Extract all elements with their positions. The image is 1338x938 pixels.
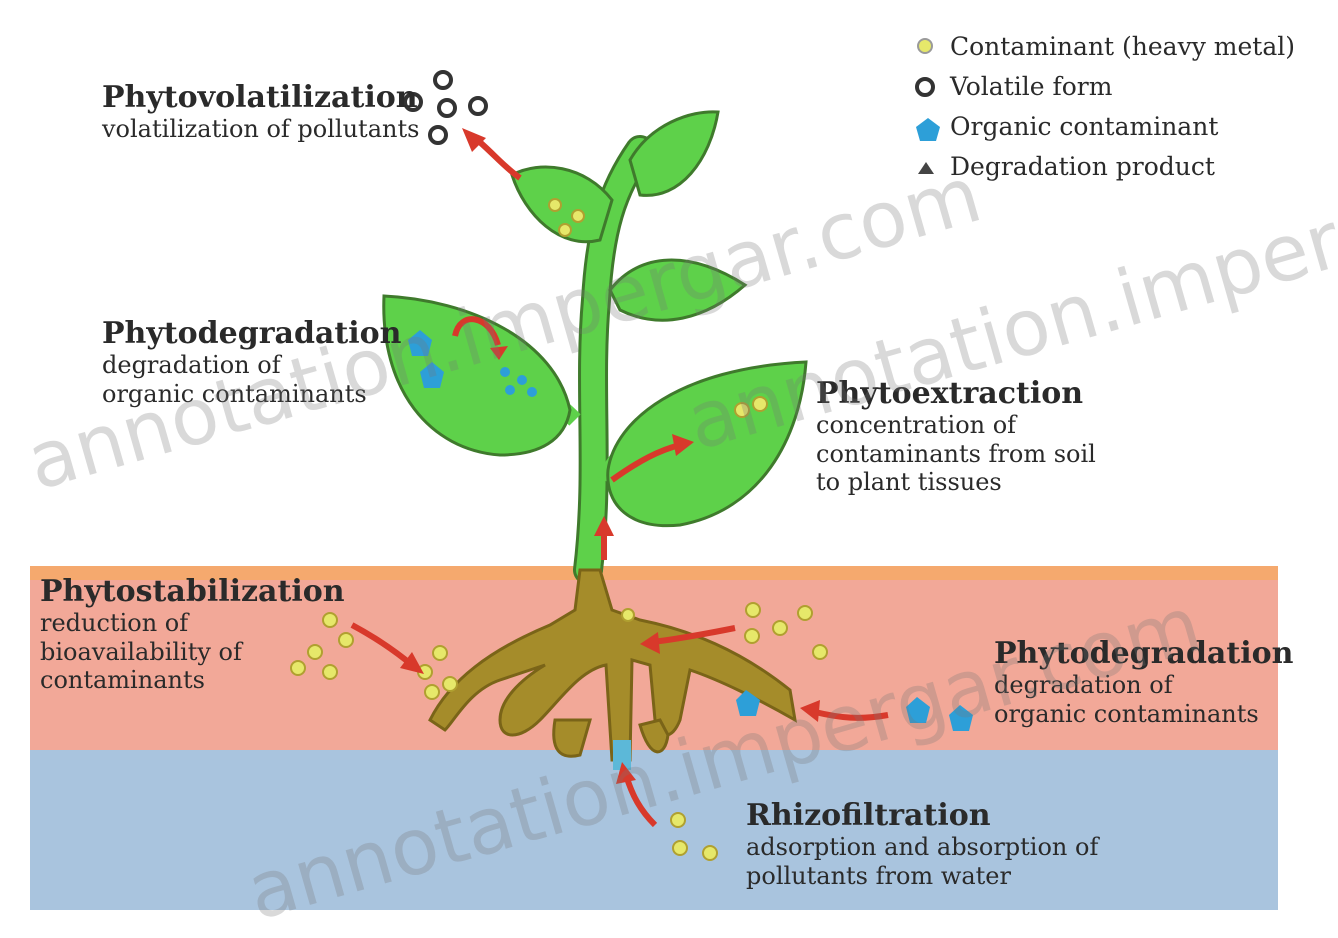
legend-organic-label: Organic contaminant	[950, 112, 1218, 141]
legend-volatile: Volatile form	[912, 72, 1112, 101]
phytodegradation-leaf-label: Phytodegradation degradation of organic …	[102, 316, 401, 408]
legend-heavy-metal: Contaminant (heavy metal)	[912, 32, 1295, 61]
legend-degradation: Degradation product	[912, 152, 1215, 181]
phytoextraction-label: Phytoextraction concentration of contami…	[816, 376, 1096, 496]
phytovolatilization-title: Phytovolatilization	[102, 80, 419, 115]
phytostabilization-title: Phytostabilization	[40, 574, 345, 609]
phytoextraction-title: Phytoextraction	[816, 376, 1096, 411]
phytostabilization-desc-1: reduction of	[40, 609, 345, 637]
leaf-big-right	[608, 362, 806, 526]
rhizofiltration-desc-2: pollutants from water	[746, 862, 1098, 890]
phytodegradation-root-label: Phytodegradation degradation of organic …	[994, 636, 1293, 728]
phytodegradation-leaf-title: Phytodegradation	[102, 316, 401, 351]
rhizofiltration-desc-1: adsorption and absorption of	[746, 833, 1098, 861]
leaf-mid-right	[610, 260, 745, 320]
legend-degradation-label: Degradation product	[950, 152, 1215, 181]
phytodegradation-leaf-desc-1: degradation of	[102, 351, 401, 379]
phytostabilization-label: Phytostabilization reduction of bioavail…	[40, 574, 345, 694]
rhizofiltration-label: Rhizofiltration adsorption and absorptio…	[746, 798, 1098, 890]
phytovolatilization-desc-1: volatilization of pollutants	[102, 115, 419, 143]
phytostabilization-desc-2: bioavailability of	[40, 638, 345, 666]
phytoextraction-desc-3: to plant tissues	[816, 468, 1096, 496]
phytoextraction-desc-2: contaminants from soil	[816, 440, 1096, 468]
diagram-canvas: Contaminant (heavy metal) Volatile form …	[0, 0, 1338, 918]
leaf-top-right	[630, 112, 718, 196]
phytovolatilization-label: Phytovolatilization volatilization of po…	[102, 80, 419, 144]
phytodegradation-leaf-desc-2: organic contaminants	[102, 380, 401, 408]
phytodegradation-root-title: Phytodegradation	[994, 636, 1293, 671]
phytodegradation-root-desc-1: degradation of	[994, 671, 1293, 699]
phytodegradation-root-desc-2: organic contaminants	[994, 700, 1293, 728]
rhizofiltration-title: Rhizofiltration	[746, 798, 1098, 833]
legend-heavy-metal-label: Contaminant (heavy metal)	[950, 32, 1295, 61]
phytostabilization-desc-3: contaminants	[40, 666, 345, 694]
legend-volatile-label: Volatile form	[950, 72, 1112, 101]
phytoextraction-desc-1: concentration of	[816, 411, 1096, 439]
legend-organic: Organic contaminant	[912, 112, 1218, 141]
